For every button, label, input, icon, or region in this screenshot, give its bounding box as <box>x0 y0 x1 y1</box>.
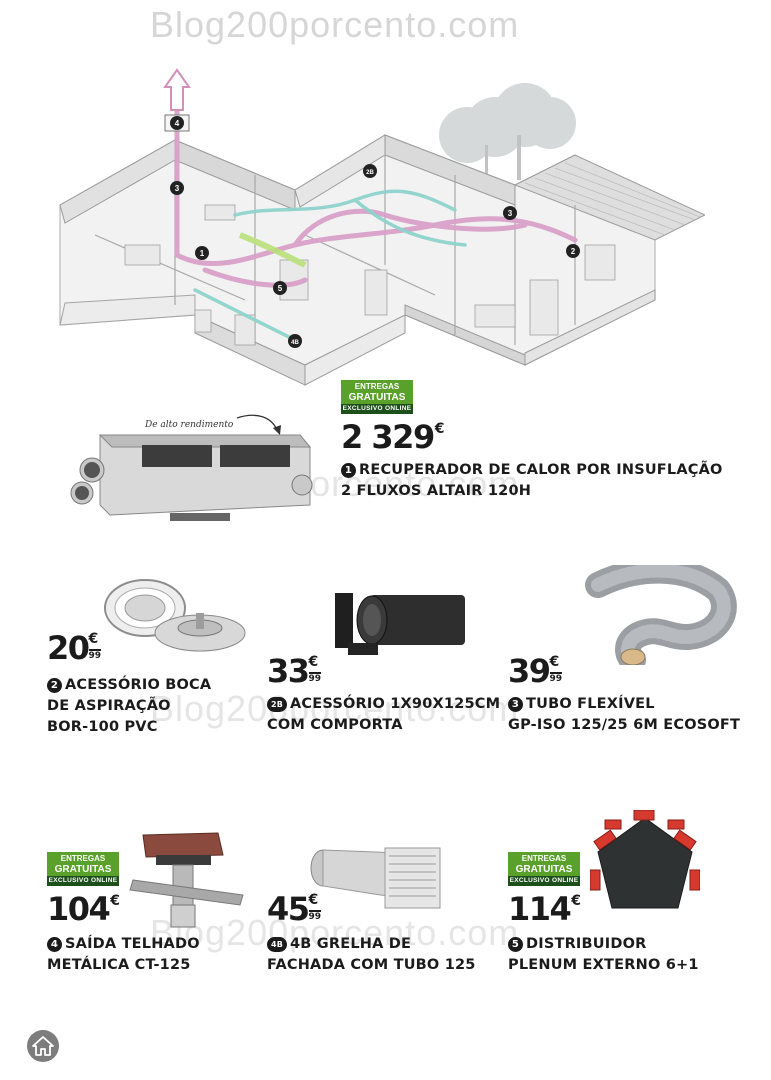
product-price-p4: 104€ <box>47 890 121 928</box>
diagram-marker-1: 1 <box>200 249 205 258</box>
flexible-duct-image <box>585 565 737 665</box>
diagram-marker-3: 3 <box>175 184 180 193</box>
product-price-p2: 20€99 <box>47 629 102 667</box>
watermark-top: Blog200porcento.com <box>150 4 520 45</box>
home-icon <box>32 1036 54 1056</box>
duct-accessory-image <box>335 593 465 655</box>
free-delivery-badge: ENTREGAS GRATUITAS EXCLUSIVO ONLINE <box>47 852 119 886</box>
diagram-marker-4b: 4B <box>291 340 299 346</box>
heat-recovery-unit-image <box>70 434 313 521</box>
roof-outlet-image <box>129 832 244 928</box>
house-ventilation-diagram: 4 3 2B 1 5 4B 3 2 <box>59 68 705 386</box>
plenum-distributor-image <box>590 810 700 909</box>
main-product-tagline: De alto rendimento <box>145 420 234 430</box>
diagram-marker-3: 3 <box>508 209 513 218</box>
diagram-marker-5: 5 <box>278 284 283 293</box>
product-price-p4b: 45€99 <box>267 890 322 928</box>
product-price-p5: 114€ <box>508 890 582 928</box>
product-price-p3: 39€99 <box>508 652 563 690</box>
trees-illustration <box>439 83 576 180</box>
product-price-p2b: 33€99 <box>267 652 322 690</box>
main-product-price: 2 329€ <box>341 418 445 456</box>
free-delivery-badge: ENTREGAS GRATUITAS EXCLUSIVO ONLINE <box>508 852 580 886</box>
curved-arrow-icon <box>236 414 281 435</box>
free-delivery-badge: ENTREGAS GRATUITAS EXCLUSIVO ONLINE <box>341 380 413 414</box>
home-button[interactable] <box>27 1030 59 1062</box>
product-number-badge: 1 <box>341 463 356 478</box>
diagram-marker-2: 2 <box>571 247 576 256</box>
diagram-marker-4: 4 <box>175 119 180 128</box>
extract-valve-image <box>104 579 246 652</box>
arrow-up-icon <box>163 68 191 111</box>
diagram-marker-2b: 2B <box>366 170 374 176</box>
facade-grille-image <box>310 847 441 909</box>
